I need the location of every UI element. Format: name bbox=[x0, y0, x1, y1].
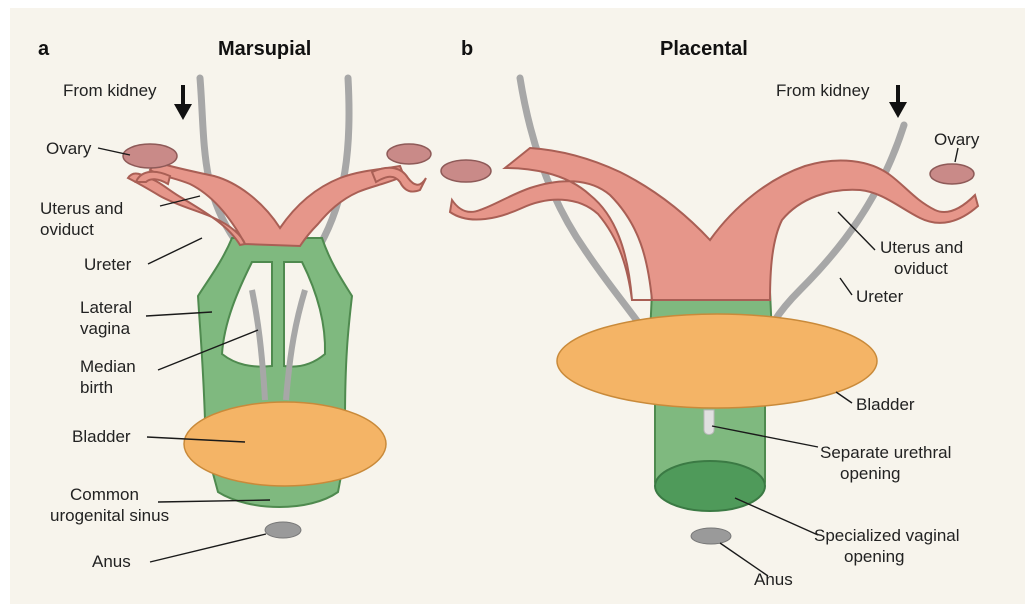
marsupial-median-label-2: birth bbox=[80, 378, 113, 397]
marsupial-from-kidney-label: From kidney bbox=[63, 81, 157, 100]
placental-left-ovary bbox=[441, 160, 491, 182]
panel-b: b Placental From kidney Ovary Uterus and… bbox=[441, 38, 980, 589]
marsupial-bladder bbox=[184, 402, 386, 486]
marsupial-sinus-label-2: urogenital sinus bbox=[50, 506, 169, 525]
panel-a-letter: a bbox=[38, 38, 50, 60]
marsupial-anus bbox=[265, 522, 301, 538]
panel-a-title: Marsupial bbox=[218, 38, 311, 60]
placental-urethral-opening bbox=[704, 410, 714, 435]
placental-urethral-label-1: Separate urethral bbox=[820, 443, 951, 462]
marsupial-ureter-label: Ureter bbox=[84, 255, 132, 274]
placental-bladder-label: Bladder bbox=[856, 395, 915, 414]
marsupial-lateral-label-1: Lateral bbox=[80, 298, 132, 317]
marsupial-right-oviduct bbox=[372, 168, 426, 192]
placental-right-ovary bbox=[930, 164, 974, 184]
placental-vaginal-label-1: Specialized vaginal bbox=[814, 526, 960, 545]
placental-from-kidney-label: From kidney bbox=[776, 81, 870, 100]
placental-uterus-label-2: oviduct bbox=[894, 259, 948, 278]
marsupial-uterus-label-1: Uterus and bbox=[40, 199, 123, 218]
marsupial-anus-label: Anus bbox=[92, 552, 131, 571]
marsupial-ovary-label: Ovary bbox=[46, 139, 92, 158]
marsupial-right-ovary bbox=[387, 144, 431, 164]
panel-b-letter: b bbox=[461, 38, 473, 60]
marsupial-bladder-label: Bladder bbox=[72, 427, 131, 446]
panel-a: a Marsupial From kidney Ovary Uterus and… bbox=[38, 38, 431, 571]
marsupial-median-label-1: Median bbox=[80, 357, 136, 376]
placental-anus-label: Anus bbox=[754, 570, 793, 589]
placental-urethral-label-2: opening bbox=[840, 464, 901, 483]
marsupial-sinus-label-1: Common bbox=[70, 485, 139, 504]
marsupial-anus-leader bbox=[150, 534, 266, 562]
placental-bladder bbox=[557, 314, 877, 408]
marsupial-uterus-label-2: oviduct bbox=[40, 220, 94, 239]
placental-from-kidney-arrow bbox=[889, 85, 907, 118]
marsupial-from-kidney-arrow bbox=[174, 85, 192, 120]
placental-vaginal-leader bbox=[735, 498, 818, 535]
placental-ovary-label: Ovary bbox=[934, 130, 980, 149]
placental-bladder-leader bbox=[836, 392, 852, 403]
placental-ureter-leader bbox=[840, 278, 852, 295]
placental-ovary-leader bbox=[955, 148, 958, 162]
marsupial-lateral-label-2: vagina bbox=[80, 319, 131, 338]
placental-ureter-label: Ureter bbox=[856, 287, 904, 306]
placental-uterus-label-1: Uterus and bbox=[880, 238, 963, 257]
marsupial-left-ovary bbox=[123, 144, 177, 168]
placental-vaginal-label-2: opening bbox=[844, 547, 905, 566]
marsupial-vagina-complex bbox=[198, 238, 352, 420]
placental-anus bbox=[691, 528, 731, 544]
marsupial-ureter-leader bbox=[148, 238, 202, 264]
panel-b-title: Placental bbox=[660, 38, 748, 60]
